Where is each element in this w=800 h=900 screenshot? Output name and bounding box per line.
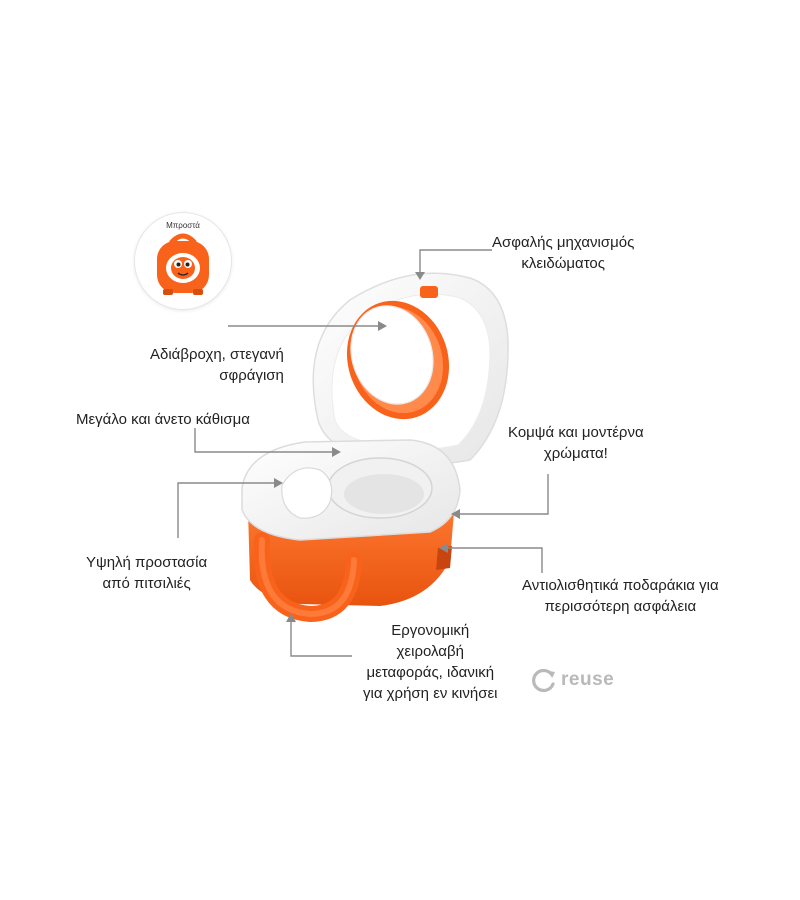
arrow-lock xyxy=(419,249,492,272)
arrow-seat xyxy=(194,428,334,453)
brand-name: reuse xyxy=(561,669,615,690)
potty-base xyxy=(241,439,461,623)
thumbnail-title: Μπροστά xyxy=(166,221,200,230)
brand-logo: reuse xyxy=(530,666,614,694)
reuse-logo-icon xyxy=(532,668,555,693)
label-splash-protection: Υψηλή προστασία από πιτσιλιές xyxy=(86,554,208,592)
label-anti-slip-feet: Αντιολισθητικά ποδαράκια για περισσότερη… xyxy=(522,577,719,615)
arrow-splash xyxy=(177,482,276,538)
callout-arrows xyxy=(177,249,549,657)
label-large-seat: Μεγάλο και άνετο κάθισμα xyxy=(76,411,250,428)
label-ergonomic-handle: Εργονομική χειρολαβή μεταφοράς, ιδανική … xyxy=(363,622,498,702)
label-lock-mechanism: Ασφαλής μηχανισμός κλειδώματος xyxy=(492,234,635,272)
arrow-heads xyxy=(274,272,460,622)
front-view-thumbnail: Μπροστά xyxy=(135,213,231,309)
label-waterproof-seal: Αδιάβροχη, στεγανή σφράγιση xyxy=(150,346,284,384)
potty-lid xyxy=(312,272,509,465)
potty-front-view-icon xyxy=(157,233,209,295)
arrow-feet xyxy=(446,547,543,573)
arrow-colors xyxy=(458,474,549,515)
arrow-handle xyxy=(290,620,352,657)
label-stylish-colors: Κομψά και μοντέρνα χρώματα! xyxy=(508,424,644,462)
